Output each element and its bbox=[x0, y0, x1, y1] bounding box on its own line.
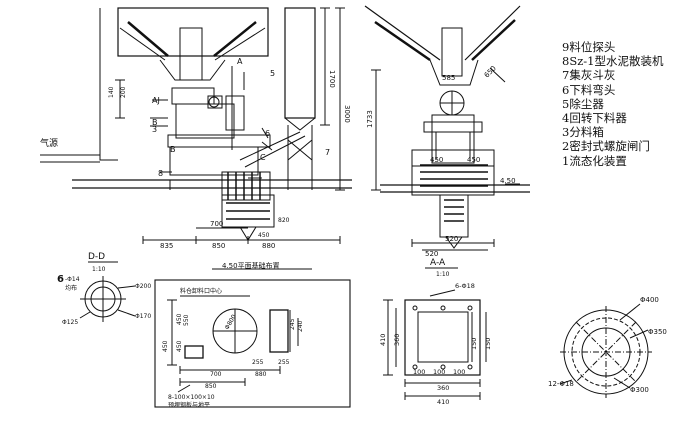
dd-phi125: Φ125 bbox=[62, 319, 78, 326]
dim-450-c: 450 bbox=[176, 340, 183, 352]
dim-550: 550 bbox=[183, 314, 190, 326]
dd-phi14: -Φ14 bbox=[65, 276, 80, 283]
dim-140: 140 bbox=[108, 86, 115, 98]
dim-880: 880 bbox=[262, 242, 275, 250]
dim-phi800: Φ800 bbox=[224, 313, 238, 331]
aa-dim-360: 360 bbox=[393, 334, 401, 346]
legend-item: 9料位探头 bbox=[562, 40, 616, 54]
flange-phi300: Φ300 bbox=[630, 386, 649, 394]
label-6: 6 bbox=[265, 129, 270, 138]
flange-bolts: 12-Φ18 bbox=[548, 380, 574, 388]
dim-240: 240 bbox=[297, 320, 304, 332]
dim-1700: 1700 bbox=[328, 70, 336, 88]
dim-3000: 3000 bbox=[343, 105, 351, 123]
dim-880-plan: 880 bbox=[255, 371, 267, 378]
aa-dim-100-a: 100 bbox=[413, 368, 425, 376]
dim-245: 245 bbox=[289, 318, 296, 330]
aa-dim-150-b: 150 bbox=[484, 338, 492, 350]
label-A: A bbox=[237, 57, 243, 66]
aa-dim-410: 410 bbox=[379, 334, 387, 346]
side-view bbox=[364, 5, 530, 251]
dim-450-a: 450 bbox=[162, 340, 169, 352]
label-B2: B bbox=[170, 145, 176, 154]
dim-850: 850 bbox=[212, 242, 225, 250]
dim-1733: 1733 bbox=[366, 110, 374, 128]
flange-phi350: Φ350 bbox=[648, 328, 667, 336]
legend-item: 4回转下料器 bbox=[562, 111, 627, 126]
aa-scale: 1:10 bbox=[436, 271, 450, 278]
dim-820: 820 bbox=[278, 217, 290, 224]
dim-255-a: 255 bbox=[252, 359, 264, 366]
dd-view bbox=[79, 261, 136, 322]
aa-dim-360-bottom: 360 bbox=[437, 384, 449, 392]
legend-item: 2密封式螺旋闸门 bbox=[562, 139, 650, 154]
foundation-plan bbox=[154, 268, 351, 408]
dd-phi200: Φ200 bbox=[135, 283, 151, 290]
legend-item: 7集灰斗灰 bbox=[562, 68, 616, 83]
side-view-labels: 585 650 1733 450 450 4.50 520 520 bbox=[366, 64, 516, 258]
flange-view bbox=[559, 303, 652, 398]
dim-520-top: 520 bbox=[445, 235, 458, 243]
aa-dim-100-b: 100 bbox=[433, 368, 445, 376]
parts-legend: 9料位探头 8Sz-1型水泥散装机 7集灰斗灰 6下料弯头 5除尘器 4回转下料… bbox=[562, 40, 698, 168]
label-7: 7 bbox=[325, 148, 330, 157]
aa-view-labels: A-A 1:10 6-Φ18 410 360 150 150 100 100 1… bbox=[379, 258, 492, 406]
legend-item: 3分料箱 bbox=[562, 125, 604, 140]
legend-item: 8Sz-1型水泥散装机 bbox=[562, 54, 664, 69]
label-3: 3 bbox=[152, 125, 157, 134]
label-8: 8 bbox=[158, 169, 163, 178]
dim-650: 650 bbox=[483, 64, 498, 79]
dd-number-6: 6 bbox=[57, 274, 64, 285]
dim-520-bottom: 520 bbox=[425, 250, 438, 258]
foundation-title: 4.50平面基础布置 bbox=[222, 261, 280, 270]
dim-835: 835 bbox=[160, 242, 173, 250]
foundation-labels: 4.50平面基础布置 料仓卸料口中心 450 450 550 450 700 8… bbox=[162, 261, 304, 409]
front-view bbox=[40, 7, 352, 244]
dim-255-b: 255 bbox=[278, 359, 290, 366]
legend-item: 5除尘器 bbox=[562, 96, 604, 111]
label-5: 5 bbox=[270, 69, 275, 78]
legend-item: 1流态化装置 bbox=[562, 153, 627, 168]
dim-450-top: 450 bbox=[430, 156, 443, 164]
aa-dim-410-bottom: 410 bbox=[437, 398, 449, 406]
dd-uniform: 均布 bbox=[65, 284, 77, 292]
front-view-labels: 气源 A AJ B B 3 5 6 7 8 C 140 200 1700 300… bbox=[40, 57, 351, 250]
dim-700-plan: 700 bbox=[210, 371, 222, 378]
flange-labels: Φ400 Φ350 Φ300 12-Φ18 bbox=[548, 296, 667, 394]
level-4-50: 4.50 bbox=[500, 177, 516, 185]
aa-title: A-A bbox=[430, 258, 446, 268]
dim-450: 450 bbox=[258, 232, 270, 239]
aa-dim-150-a: 150 bbox=[470, 338, 478, 350]
dim-850-plan: 850 bbox=[205, 383, 217, 390]
dim-200: 200 bbox=[120, 86, 127, 98]
dd-phi170: Φ170 bbox=[135, 313, 151, 320]
flange-phi400: Φ400 bbox=[640, 296, 659, 304]
dim-585: 585 bbox=[442, 74, 455, 82]
legend-item: 6下料弯头 bbox=[562, 82, 616, 97]
aa-holes: 6-Φ18 bbox=[455, 282, 475, 290]
label-B1: B bbox=[152, 118, 158, 127]
dim-700: 700 bbox=[210, 220, 223, 228]
embed-note: 8-100×100×10 bbox=[168, 394, 215, 401]
aa-dim-100-c: 100 bbox=[453, 368, 465, 376]
hopper-center-label: 料仓卸料口中心 bbox=[180, 287, 222, 295]
dd-scale: 1:10 bbox=[92, 266, 106, 273]
label-C: C bbox=[260, 153, 266, 162]
dd-title: D-D bbox=[88, 252, 105, 262]
embed-label: 预埋钢板与地平 bbox=[168, 401, 210, 409]
dd-view-labels: D-D 1:10 6 -Φ14 均布 Φ200 Φ170 Φ125 bbox=[57, 252, 151, 326]
gas-source-label: 气源 bbox=[40, 137, 58, 149]
label-AJ: AJ bbox=[152, 96, 160, 105]
aa-view bbox=[383, 267, 487, 400]
dim-450-b: 450 bbox=[176, 313, 183, 325]
dim-450-right: 450 bbox=[467, 156, 480, 164]
